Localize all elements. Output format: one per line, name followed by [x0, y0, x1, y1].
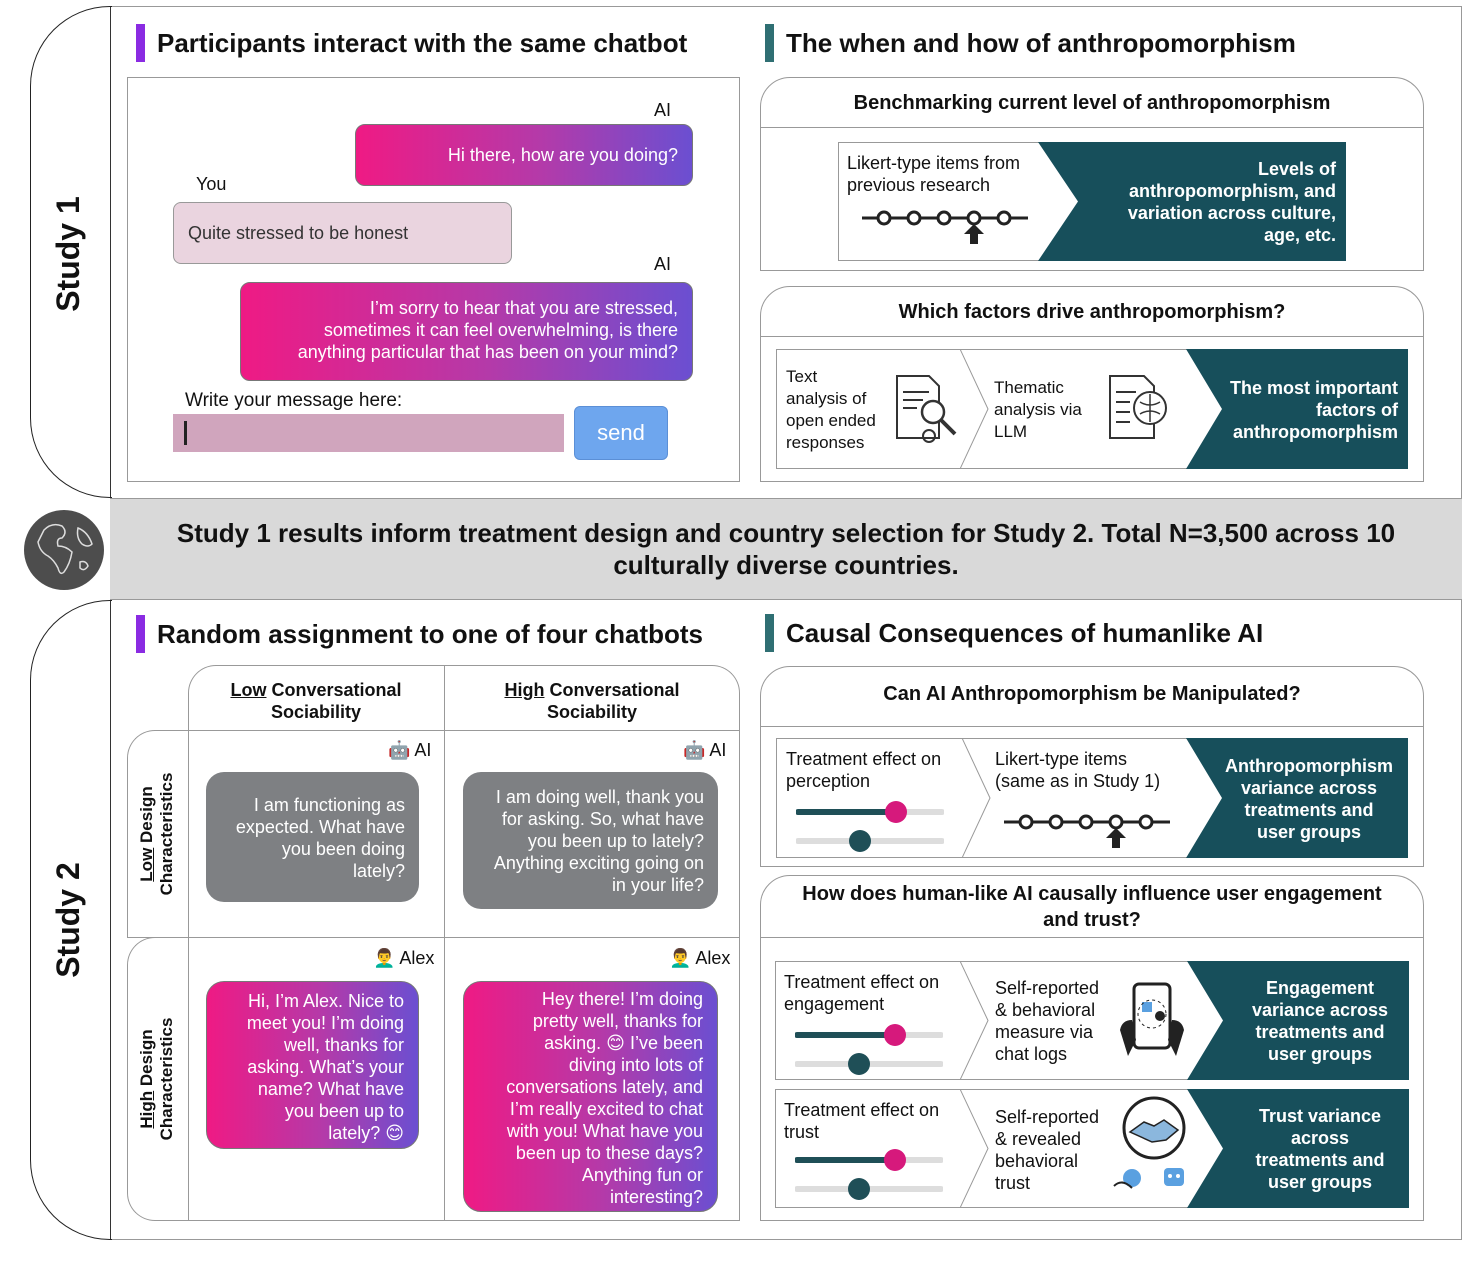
row-header-high: High Design Characteristics	[137, 1017, 176, 1141]
alex-tag-2: 👨‍🦱 Alex	[669, 948, 731, 968]
benchmark-result-text: Levels of anthropomorphism, and variatio…	[1127, 159, 1336, 245]
ai-message-1: Hi there, how are you doing?	[355, 124, 693, 186]
ai-message-2: I’m sorry to hear that you are stressed,…	[240, 282, 693, 381]
phone-hands-icon	[1120, 982, 1184, 1056]
grid-col-header-box	[188, 665, 740, 730]
study2-left-title: Random assignment to one of four chatbot…	[136, 615, 703, 653]
trust-result-arrow	[1187, 1089, 1409, 1208]
robot-tag-2: 🤖 AI	[683, 740, 727, 760]
likert-scale-icon-2	[1004, 814, 1170, 848]
ai-label-1: AI	[654, 100, 672, 120]
robot-tag-1: 🤖 AI	[388, 740, 432, 760]
benchmark-title: Benchmarking current level of anthropomo…	[761, 78, 1423, 128]
benchmark-result-arrow	[1038, 142, 1346, 261]
engagement-result-arrow	[1187, 961, 1409, 1080]
grid-body	[188, 730, 740, 1221]
user-message: Quite stressed to be honest	[173, 202, 512, 264]
study1-label: Study 1	[50, 196, 86, 312]
study2-right-title: Causal Consequences of humanlike AI	[765, 614, 1263, 652]
engagement-box: How does human-like AI causally influenc…	[760, 875, 1424, 1221]
engagement-result-text: Engagement variance across treatments an…	[1251, 978, 1389, 1064]
manipulation-divider-chevron	[962, 738, 991, 858]
factors-title: Which factors drive anthropomorphism?	[761, 287, 1423, 337]
likert-same-text: Likert-type items(same as in Study 1)	[995, 749, 1161, 791]
engagement-divider-chevron	[960, 961, 989, 1080]
document-search-icon	[896, 375, 957, 443]
manipulation-result-text: Anthropomorphism variance across treatme…	[1225, 756, 1393, 842]
factors-box: Which factors drive anthropomorphism?	[760, 286, 1424, 482]
manipulation-divider	[760, 726, 1424, 727]
factors-result-arrow	[1186, 349, 1408, 469]
you-label: You	[196, 174, 227, 194]
thematic-analysis-text: Thematic analysis via LLM	[994, 378, 1082, 441]
benchmark-box: Benchmarking current level of anthropomo…	[760, 77, 1424, 271]
globe-icon	[24, 510, 104, 590]
trust-measure-text: Self-reported & revealed behavioral trus…	[995, 1107, 1100, 1193]
trust-result-text: Trust variance across treatments and use…	[1255, 1106, 1385, 1192]
engagement-title: How does human-like AI causally influenc…	[761, 876, 1423, 938]
grid-row-divider	[127, 937, 740, 938]
factors-result-text: The most important factors of anthropomo…	[1229, 378, 1398, 442]
likert-scale-icon	[862, 210, 1028, 244]
grid-row-header-box-2	[127, 937, 189, 1221]
study1-right-title: The when and how of anthropomorphism	[765, 24, 1296, 62]
transition-band: Study 1 results inform treatment design …	[110, 498, 1462, 600]
col-header-high: High Conversational Sociability	[504, 680, 680, 722]
manipulation-title: Can AI Anthropomorphism be Manipulated?	[883, 683, 1301, 705]
document-brain-icon	[1109, 375, 1167, 439]
message-input[interactable]	[173, 414, 564, 452]
alex-tag-1: 👨‍🦱 Alex	[373, 948, 435, 968]
slider-icon-3	[795, 1149, 943, 1200]
band-line2: culturally diverse countries.	[613, 550, 959, 580]
chat-window	[127, 77, 740, 482]
manipulation-box: Can AI Anthropomorphism be Manipulated?	[760, 666, 1424, 867]
slider-icon-2	[795, 1024, 943, 1075]
ai-label-2: AI	[654, 254, 672, 274]
grid-col-divider	[444, 665, 445, 1221]
slider-icon	[796, 801, 944, 852]
handshake-icon	[1113, 1096, 1186, 1189]
study2-label: Study 2	[50, 862, 86, 978]
col-header-low: Low Conversational Sociability	[230, 680, 402, 722]
input-label: Write your message here:	[185, 390, 403, 411]
send-button[interactable]: send	[574, 406, 668, 460]
manipulation-result-arrow	[1186, 738, 1408, 858]
text-analysis-text: Text analysis of open ended responses	[786, 367, 876, 452]
band-line1: Study 1 results inform treatment design …	[176, 518, 1396, 548]
trust-divider-chevron	[960, 1089, 989, 1208]
row-header-low: Low Design Characteristics	[137, 772, 176, 896]
study1-left-title: Participants interact with the same chat…	[136, 24, 687, 62]
engagement-measure-text: Self-reported & behavioral measure via c…	[995, 978, 1100, 1064]
factors-divider-1	[960, 349, 989, 469]
